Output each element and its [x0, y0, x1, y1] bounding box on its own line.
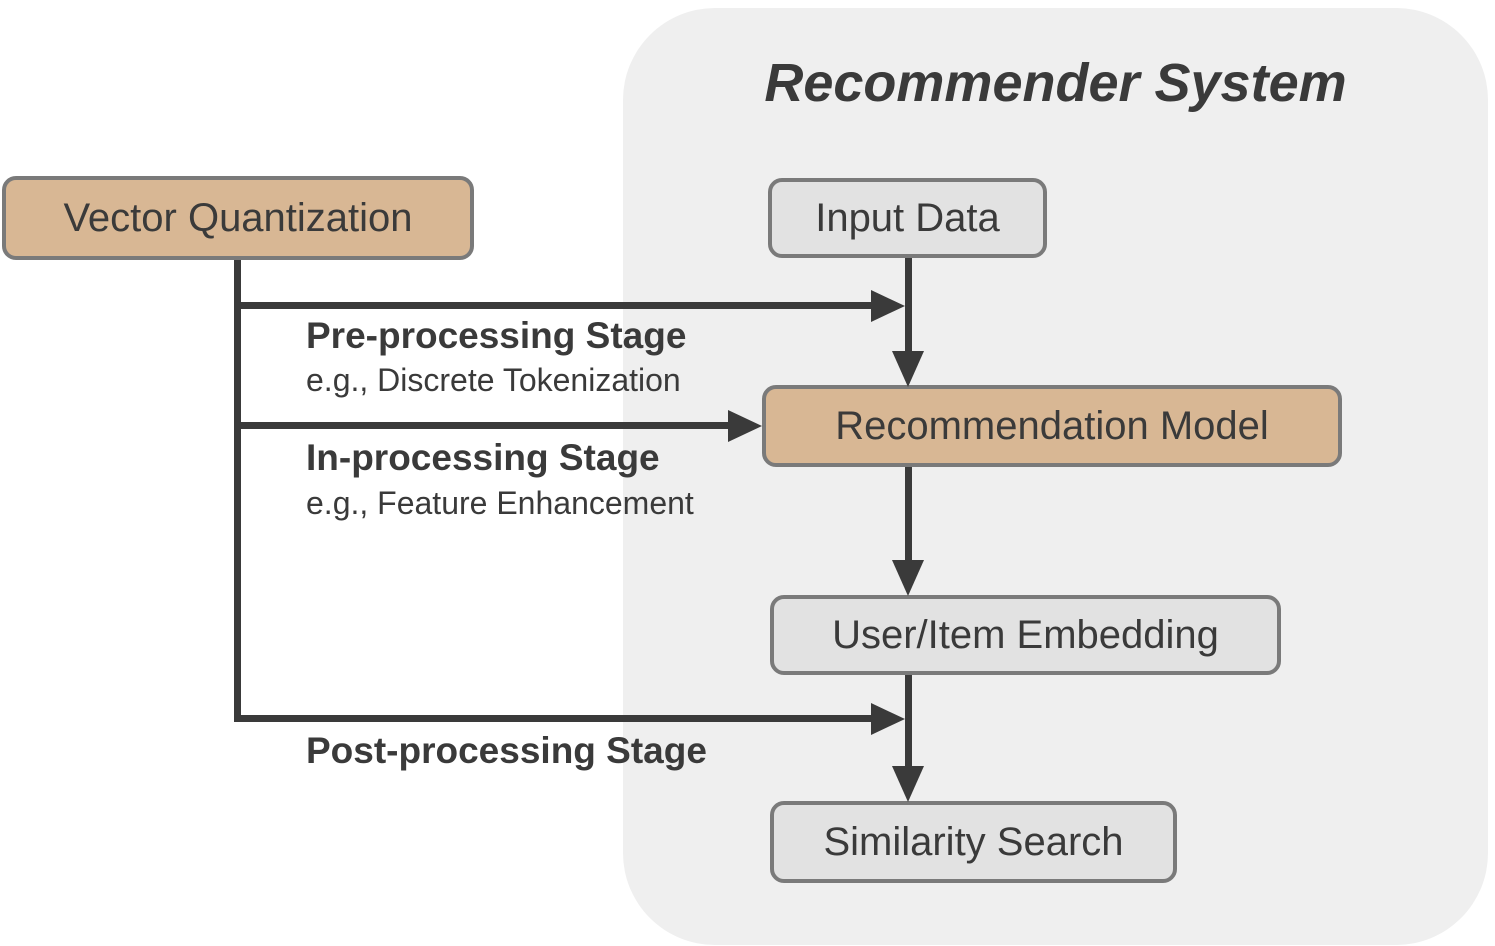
- node-similarity-search-label: Similarity Search: [823, 819, 1124, 864]
- node-input-data-label: Input Data: [815, 195, 1000, 240]
- in-processing-arrowhead-icon: [728, 410, 762, 442]
- stage-label-post-processing: Post-processing Stage: [306, 730, 707, 771]
- model-to-embedding-arrowhead-icon: [892, 560, 924, 596]
- pre-processing-arrowhead-icon: [871, 290, 905, 322]
- pre-processing-arrow-line: [234, 302, 873, 309]
- recommender-system-panel: [623, 8, 1488, 945]
- node-similarity-search: Similarity Search: [770, 801, 1177, 883]
- stage-example-in-processing: e.g., Feature Enhancement: [306, 485, 694, 521]
- node-vector-quantization: Vector Quantization: [2, 176, 474, 260]
- embedding-to-search-line: [905, 675, 912, 767]
- stage-example-pre-processing: e.g., Discrete Tokenization: [306, 362, 681, 398]
- stage-label-in-processing: In-processing Stage: [306, 437, 660, 478]
- panel-title: Recommender System: [764, 53, 1347, 113]
- post-processing-arrowhead-icon: [871, 703, 905, 735]
- stage-label-pre-processing: Pre-processing Stage: [306, 315, 687, 356]
- post-processing-arrow-line: [234, 715, 873, 722]
- node-recommendation-model-label: Recommendation Model: [835, 403, 1269, 448]
- input-to-model-line: [905, 258, 912, 353]
- input-to-model-arrowhead-icon: [892, 351, 924, 387]
- node-recommendation-model: Recommendation Model: [762, 385, 1342, 467]
- model-to-embedding-line: [905, 467, 912, 561]
- in-processing-arrow-line: [234, 422, 729, 429]
- vq-trunk-line: [234, 260, 241, 722]
- embedding-to-search-arrowhead-icon: [892, 766, 924, 802]
- node-user-item-embedding: User/Item Embedding: [770, 595, 1281, 675]
- node-input-data: Input Data: [768, 178, 1047, 258]
- node-vector-quantization-label: Vector Quantization: [63, 195, 413, 240]
- node-user-item-embedding-label: User/Item Embedding: [832, 612, 1219, 657]
